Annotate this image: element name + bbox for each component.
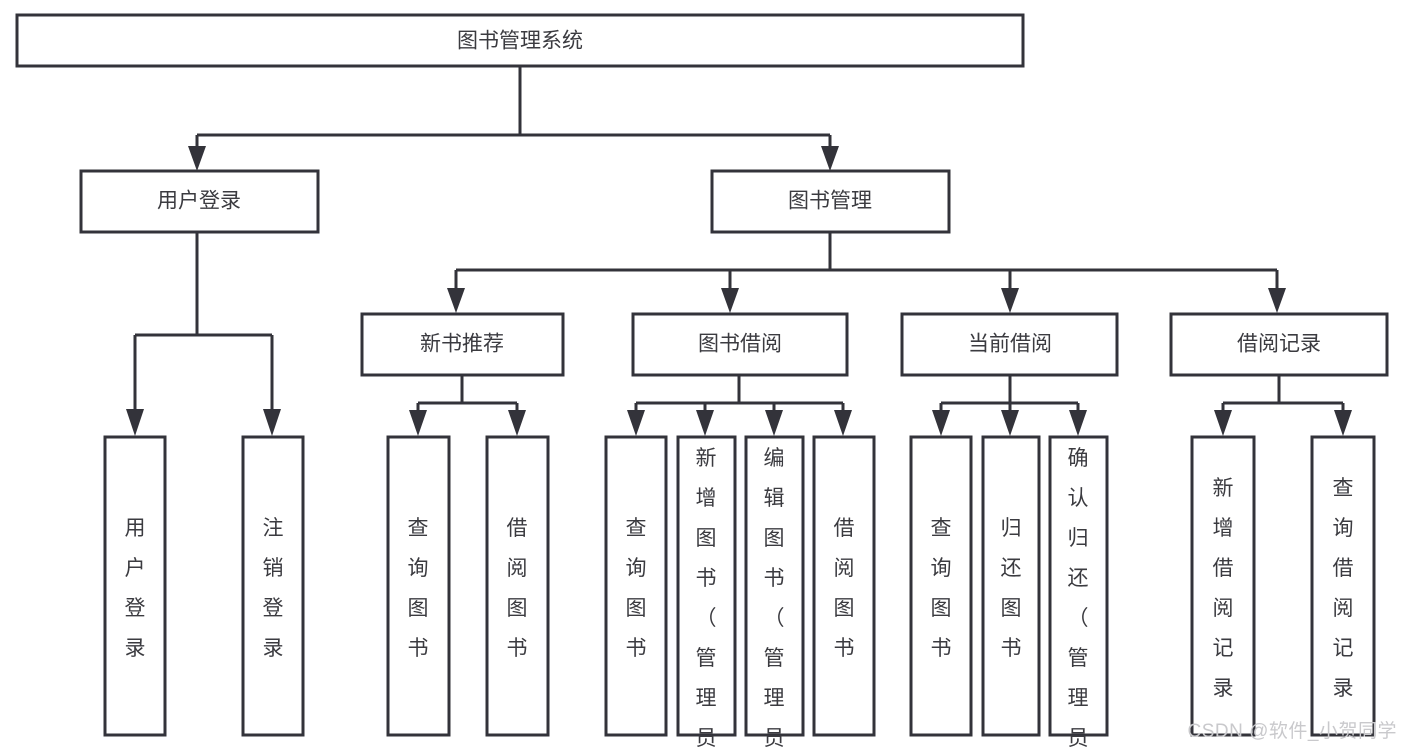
leaf-node-book-borrow-0[interactable]: 查询图书: [604, 435, 668, 737]
arrow-head-leaf-current-borrow-1: [1001, 410, 1019, 436]
arrow-head-leaf-book-borrow-2: [765, 410, 783, 436]
node-user-login[interactable]: 用户登录: [79, 169, 320, 234]
leaf-user-login-1-box[interactable]: [241, 435, 305, 737]
leaf-user-login-1-label: 注销登录: [263, 517, 284, 660]
leaf-node-book-borrow-2[interactable]: 编辑图书（管理员）: [744, 435, 805, 747]
leaf-book-borrow-1-label: 新增图书（管理员）: [696, 447, 717, 747]
leaf-book-borrow-2-label: 编辑图书（管理员）: [764, 447, 785, 747]
node-current-borrow[interactable]: 当前借阅: [900, 312, 1119, 377]
arrow-head-leaf-user-login-0: [126, 409, 144, 436]
arrow-head-leaf-current-borrow-0: [932, 410, 950, 436]
leaf-user-login-0-box[interactable]: [103, 435, 167, 737]
arrow-head-current-borrow: [1001, 288, 1019, 313]
leaf-new-books-0-label: 查询图书: [408, 517, 429, 660]
leaf-node-book-borrow-1[interactable]: 新增图书（管理员）: [676, 435, 737, 747]
node-book-management[interactable]: 图书管理: [710, 169, 951, 234]
arrow-head-leaf-current-borrow-2: [1069, 410, 1087, 436]
leaf-node-new-books-1[interactable]: 借阅图书: [485, 435, 550, 737]
node-book-management-box[interactable]: [710, 169, 951, 234]
leaf-new-books-1-box[interactable]: [485, 435, 550, 737]
arrow-head-borrow-records: [1268, 288, 1286, 313]
node-book-borrow-box[interactable]: [631, 312, 849, 377]
node-user-login-label: 用户登录: [157, 190, 241, 213]
node-user-login-box[interactable]: [79, 169, 320, 234]
leaf-new-books-0-box[interactable]: [386, 435, 451, 737]
leaf-book-borrow-0-box[interactable]: [604, 435, 668, 737]
leaf-node-borrow-records-0[interactable]: 新增借阅记录: [1190, 435, 1256, 737]
connector-layer: [126, 66, 1352, 436]
arrow-head-leaf-book-borrow-0: [627, 410, 645, 436]
leaf-node-book-borrow-3[interactable]: 借阅图书: [812, 435, 876, 737]
leaf-borrow-records-1-box[interactable]: [1310, 435, 1376, 737]
leaf-new-books-1-label: 借阅图书: [507, 517, 528, 660]
arrow-head-leaf-new-books-0: [409, 410, 427, 436]
node-root-box[interactable]: [15, 13, 1025, 68]
leaf-book-borrow-2-box[interactable]: [744, 435, 805, 737]
node-book-borrow[interactable]: 图书借阅: [631, 312, 849, 377]
arrow-head-user-login: [188, 146, 206, 171]
arrow-head-leaf-borrow-records-0: [1214, 410, 1232, 436]
leaf-node-user-login-0[interactable]: 用户登录: [103, 435, 167, 737]
node-borrow-records[interactable]: 借阅记录: [1169, 312, 1389, 377]
node-root[interactable]: 图书管理系统: [15, 13, 1025, 68]
node-new-book-recommend-label: 新书推荐: [420, 333, 504, 356]
leaf-node-user-login-1[interactable]: 注销登录: [241, 435, 305, 737]
leaf-node-new-books-0[interactable]: 查询图书: [386, 435, 451, 737]
leaf-user-login-0-label: 用户登录: [125, 517, 146, 660]
node-current-borrow-box[interactable]: [900, 312, 1119, 377]
leaf-current-borrow-0-label: 查询图书: [931, 517, 952, 660]
node-new-book-recommend[interactable]: 新书推荐: [360, 312, 565, 377]
leaf-node-current-borrow-1[interactable]: 归还图书: [981, 435, 1041, 737]
node-root-label: 图书管理系统: [457, 30, 583, 53]
leaf-current-borrow-2-box[interactable]: [1048, 435, 1109, 737]
arrow-head-book-borrow: [721, 288, 739, 313]
arrow-head-leaf-book-borrow-3: [834, 410, 852, 436]
leaf-book-borrow-0-label: 查询图书: [626, 517, 647, 660]
node-book-management-label: 图书管理: [788, 190, 872, 213]
arrow-head-leaf-user-login-1: [263, 409, 281, 436]
arrow-head-new-books: [447, 288, 465, 313]
node-book-borrow-label: 图书借阅: [698, 333, 782, 356]
leaf-node-borrow-records-1[interactable]: 查询借阅记录: [1310, 435, 1376, 737]
node-borrow-records-box[interactable]: [1169, 312, 1389, 377]
leaf-book-borrow-3-label: 借阅图书: [834, 517, 855, 660]
leaf-node-current-borrow-0[interactable]: 查询图书: [909, 435, 973, 737]
node-borrow-records-label: 借阅记录: [1237, 333, 1321, 356]
node-current-borrow-label: 当前借阅: [968, 333, 1052, 356]
leaf-borrow-records-1-label: 查询借阅记录: [1333, 477, 1354, 700]
leaf-current-borrow-1-box[interactable]: [981, 435, 1041, 737]
leaf-borrow-records-0-label: 新增借阅记录: [1213, 477, 1234, 700]
arrow-head-leaf-new-books-1: [508, 410, 526, 436]
leaf-book-borrow-3-box[interactable]: [812, 435, 876, 737]
leaf-current-borrow-0-box[interactable]: [909, 435, 973, 737]
leaf-current-borrow-1-label: 归还图书: [1001, 517, 1022, 660]
leaf-current-borrow-2-label: 确认归还（管理员）: [1068, 447, 1089, 747]
leaf-borrow-records-0-box[interactable]: [1190, 435, 1256, 737]
leaf-book-borrow-1-box[interactable]: [676, 435, 737, 737]
leaf-node-current-borrow-2[interactable]: 确认归还（管理员）: [1048, 435, 1109, 747]
node-new-book-recommend-box[interactable]: [360, 312, 565, 377]
arrow-head-book-mgmt: [821, 146, 839, 171]
arrow-head-leaf-book-borrow-1: [696, 410, 714, 436]
arrow-head-leaf-borrow-records-1: [1334, 410, 1352, 436]
